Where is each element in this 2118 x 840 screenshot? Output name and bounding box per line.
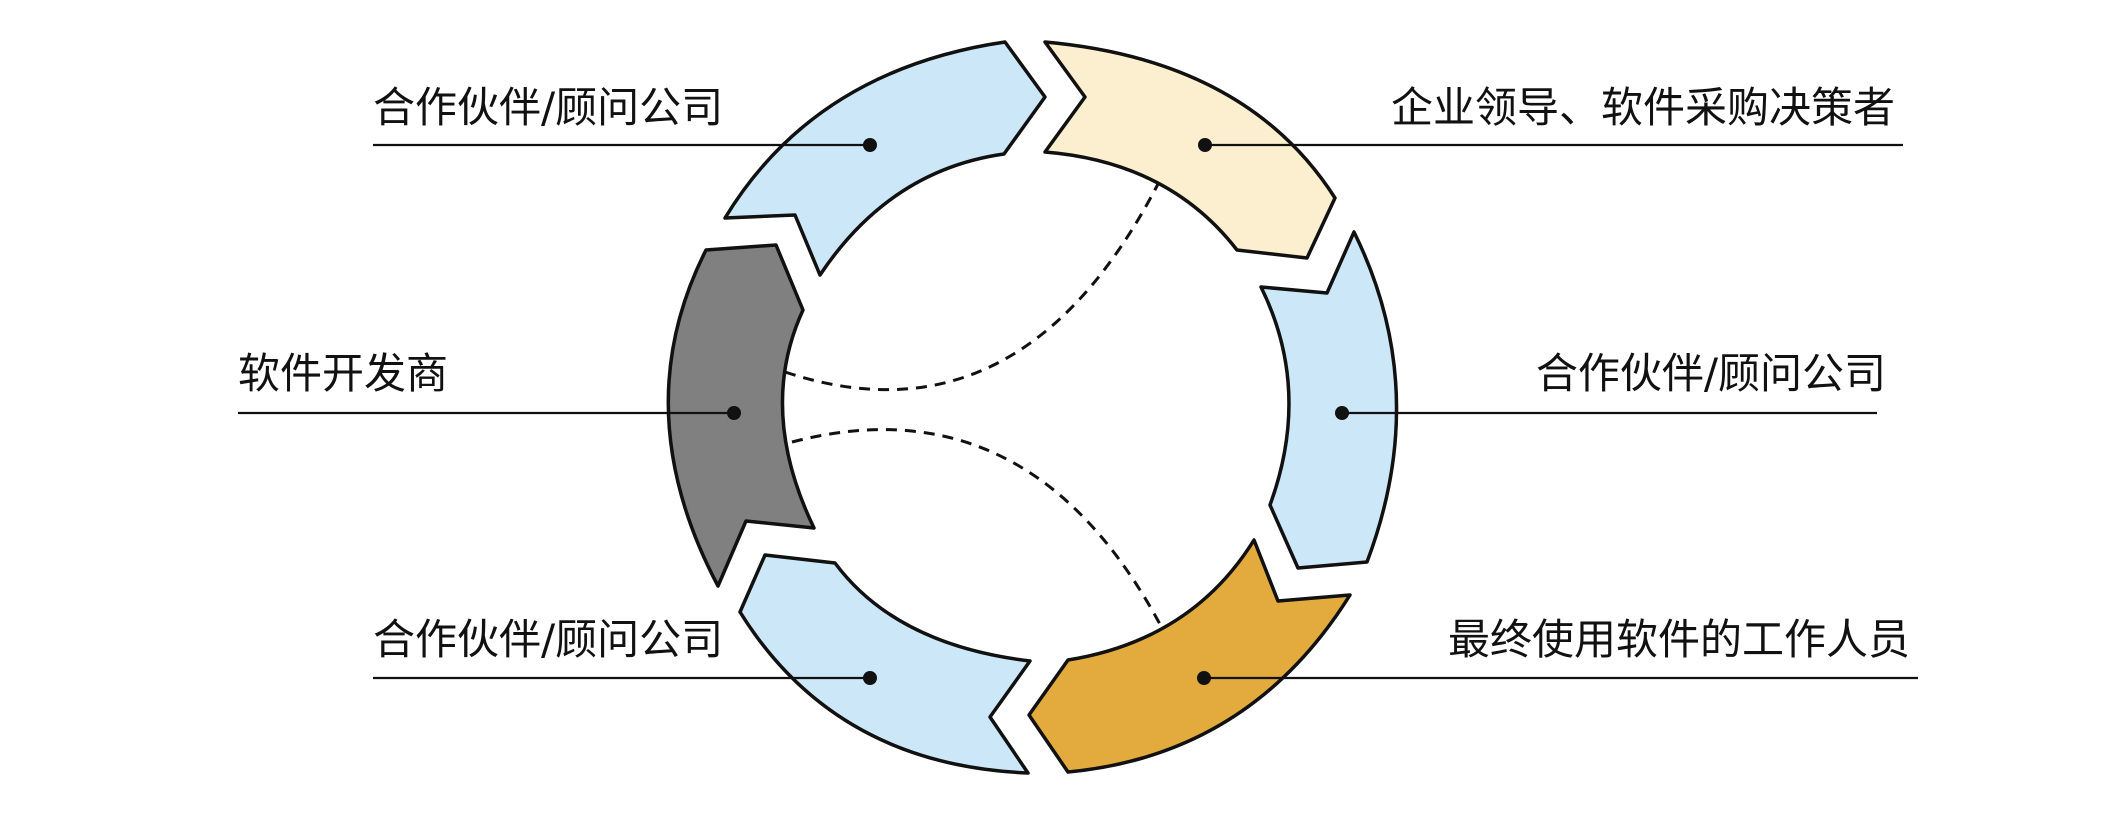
label-top-right: 企业领导、软件采购决策者 — [1391, 83, 1895, 132]
label-right: 合作伙伴/顾问公司 — [1536, 349, 1886, 398]
leader-right — [1335, 406, 1877, 420]
dashed-connector-lower — [791, 428, 1164, 629]
segment-top-left — [723, 40, 1047, 277]
leader-left — [238, 406, 741, 420]
segment-bottom-left — [738, 553, 1032, 775]
dashed-connector-upper — [784, 183, 1160, 392]
segment-left — [666, 243, 816, 588]
label-left: 软件开发商 — [238, 349, 448, 398]
segment-right — [1259, 230, 1399, 570]
label-top-left: 合作伙伴/顾问公司 — [373, 83, 723, 132]
leader-top-right — [1198, 138, 1903, 152]
label-bottom-left: 合作伙伴/顾问公司 — [373, 615, 723, 664]
label-bottom-right: 最终使用软件的工作人员 — [1448, 615, 1910, 664]
leader-bottom-right — [1197, 671, 1918, 685]
segment-bottom-right — [1027, 538, 1352, 774]
leader-bottom-left — [373, 671, 877, 685]
leader-top-left — [373, 138, 877, 152]
segment-top-right — [1043, 40, 1337, 260]
